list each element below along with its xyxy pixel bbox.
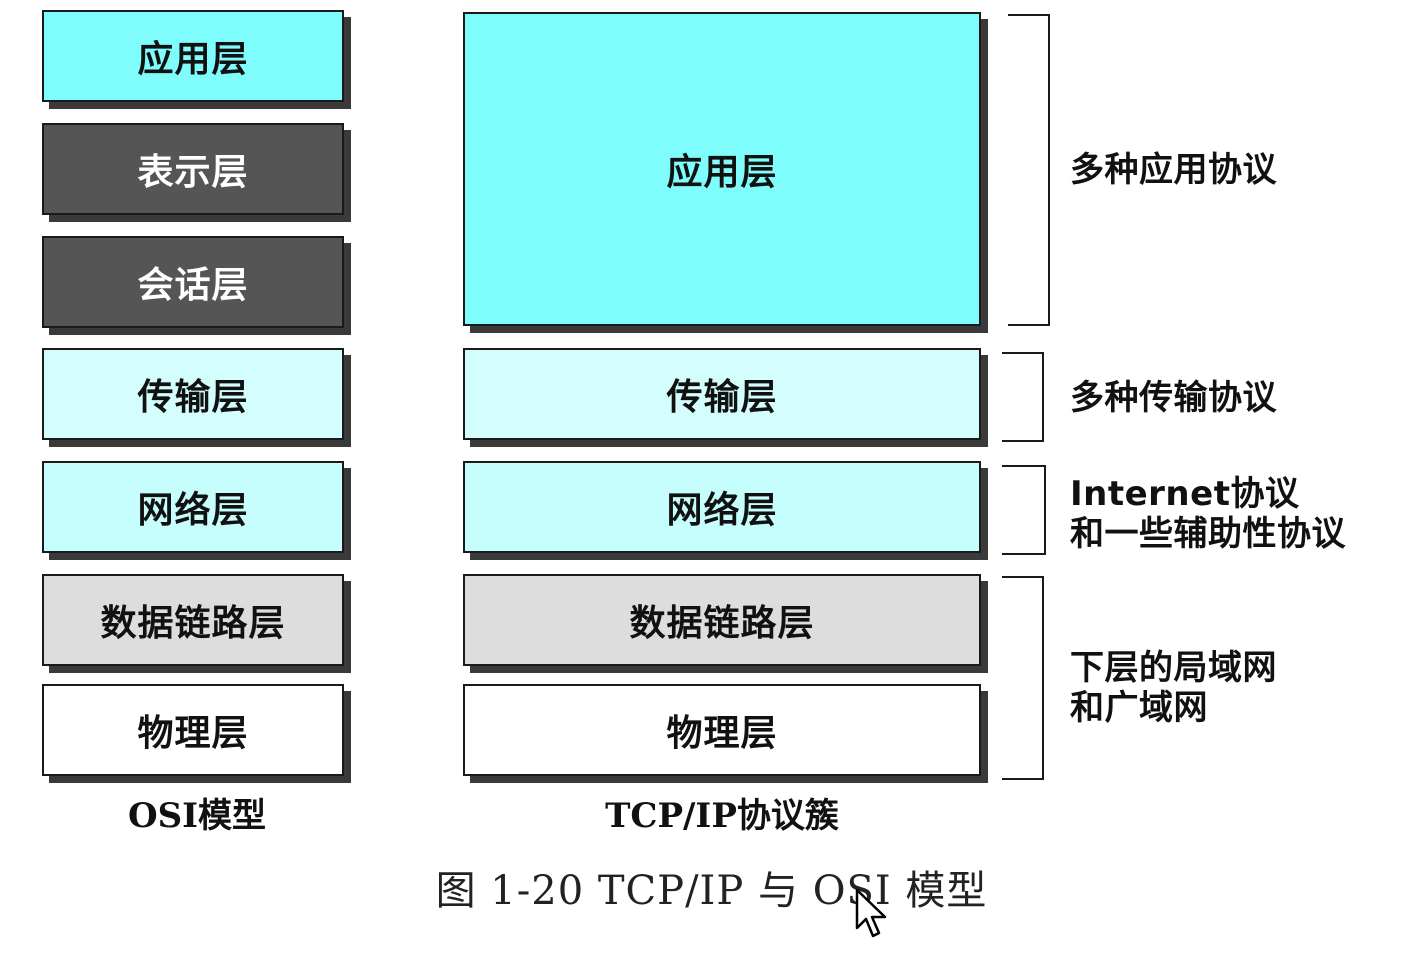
tcpip-layer-label: 网络层	[666, 490, 778, 531]
desc-internet-protocol: Internet协议	[1070, 474, 1300, 514]
figure-caption: 图 1-20 TCP/IP 与 OSI 模型	[435, 868, 988, 914]
desc-transport-protocols: 多种传输协议	[1070, 378, 1277, 418]
osi-layer-label: 数据链路层	[100, 603, 286, 644]
osi-layer-application: 应用层	[42, 10, 344, 102]
tcpip-layer-application: 应用层	[463, 12, 981, 326]
tcpip-layer-physical: 物理层	[463, 684, 981, 776]
tcpip-layer-network: 网络层	[463, 461, 981, 553]
mouse-cursor-icon	[855, 888, 887, 938]
osi-layer-network: 网络层	[42, 461, 344, 553]
osi-layer-label: 物理层	[137, 713, 249, 754]
desc-application-protocols: 多种应用协议	[1070, 150, 1277, 190]
tcpip-layer-label: 物理层	[666, 713, 778, 754]
bracket-transport	[1002, 352, 1044, 442]
osi-layer-physical: 物理层	[42, 684, 344, 776]
osi-layer-label: 网络层	[137, 490, 249, 531]
desc-lan-line1: 下层的局域网	[1070, 648, 1277, 688]
osi-layer-session: 会话层	[42, 236, 344, 328]
desc-lan-line2: 和广域网	[1070, 688, 1208, 728]
tcpip-model-label: TCP/IP协议簇	[605, 796, 839, 836]
osi-layer-label: 会话层	[137, 265, 249, 306]
tcpip-layer-label: 应用层	[666, 152, 778, 193]
osi-layer-label: 表示层	[137, 152, 249, 193]
bracket-application	[1008, 14, 1050, 326]
tcpip-layer-transport: 传输层	[463, 348, 981, 440]
osi-layer-transport: 传输层	[42, 348, 344, 440]
osi-layer-label: 传输层	[137, 377, 249, 418]
tcpip-layer-label: 数据链路层	[629, 603, 815, 644]
osi-layer-presentation: 表示层	[42, 123, 344, 215]
osi-layer-label: 应用层	[137, 39, 249, 80]
tcpip-layer-label: 传输层	[666, 377, 778, 418]
bracket-network	[1002, 465, 1046, 555]
osi-model-label: OSI模型	[127, 796, 267, 836]
bracket-lower-layers	[1002, 576, 1044, 780]
desc-auxiliary-protocols: 和一些辅助性协议	[1070, 514, 1346, 554]
osi-layer-datalink: 数据链路层	[42, 574, 344, 666]
tcpip-layer-datalink: 数据链路层	[463, 574, 981, 666]
